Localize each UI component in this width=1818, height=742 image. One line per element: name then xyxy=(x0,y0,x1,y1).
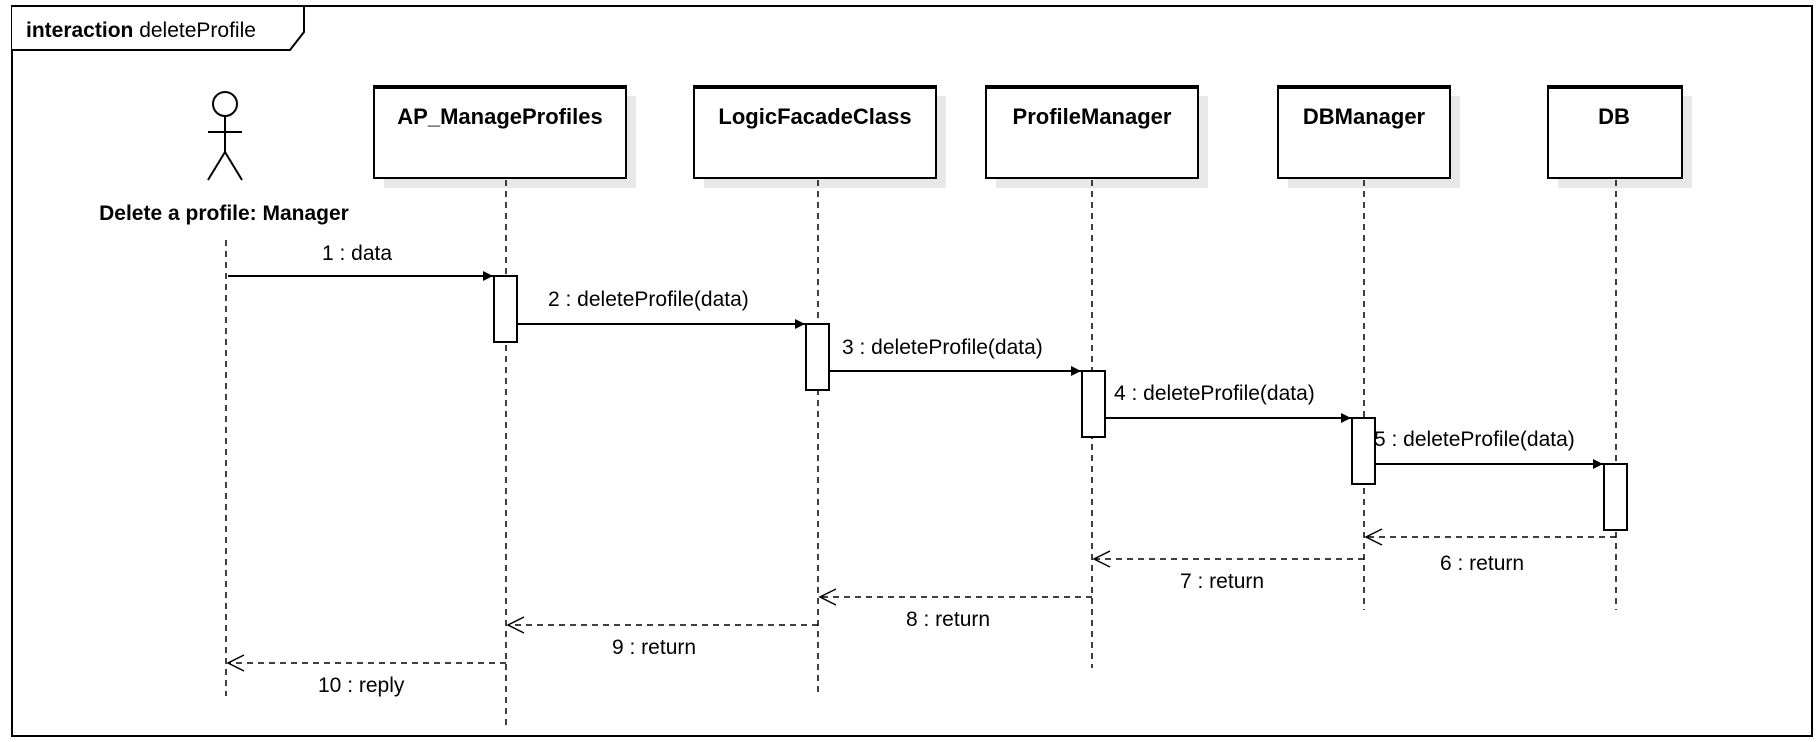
message-label-6: 6 : return xyxy=(1440,552,1524,575)
message-label-7: 7 : return xyxy=(1180,570,1264,593)
message-arrow-10 xyxy=(226,654,506,672)
lifeline-header-db: DB xyxy=(1547,85,1692,188)
message-arrow-9 xyxy=(506,616,818,634)
lifeline-header-lf: LogicFacadeClass xyxy=(693,85,946,188)
frame-keyword: interaction xyxy=(26,19,133,42)
message-label-8: 8 : return xyxy=(906,608,990,631)
frame-title: interaction deleteProfile xyxy=(26,19,256,42)
message-arrow-8 xyxy=(818,588,1092,606)
message-label-3: 3 : deleteProfile(data) xyxy=(842,336,1043,359)
message-arrow-6 xyxy=(1364,528,1616,546)
message-label-4: 4 : deleteProfile(data) xyxy=(1114,382,1315,405)
message-label-5: 5 : deleteProfile(data) xyxy=(1374,428,1575,451)
lifeline-title-lf: LogicFacadeClass xyxy=(718,104,911,129)
lifeline-title-dbm: DBManager xyxy=(1303,104,1426,129)
lifeline-title-pm: ProfileManager xyxy=(1013,104,1172,129)
activation-bar-db xyxy=(1603,463,1628,531)
message-label-9: 9 : return xyxy=(612,636,696,659)
lifeline-header-pm: ProfileManager xyxy=(985,85,1208,188)
lifeline-title-db: DB xyxy=(1598,104,1630,129)
activation-bar-pm xyxy=(1081,370,1106,438)
activation-bar-dbm xyxy=(1351,417,1376,485)
lifeline-title-ap: AP_ManageProfiles xyxy=(397,104,602,129)
frame-name: deleteProfile xyxy=(139,19,256,42)
actor-label: Delete a profile: Manager xyxy=(99,202,349,225)
actor-stick-figure-icon xyxy=(207,91,243,181)
lifeline-header-dbm: DBManager xyxy=(1277,85,1460,188)
message-label-2: 2 : deleteProfile(data) xyxy=(548,288,749,311)
activation-bar-ap xyxy=(493,275,518,343)
frame-title-tab xyxy=(12,5,305,51)
activation-bar-lf xyxy=(805,323,830,391)
lifeline-header-ap: AP_ManageProfiles xyxy=(373,85,636,188)
message-label-10: 10 : reply xyxy=(318,674,405,697)
interaction-frame xyxy=(11,5,1813,737)
message-label-1: 1 : data xyxy=(322,242,392,265)
message-arrow-7 xyxy=(1092,550,1364,568)
